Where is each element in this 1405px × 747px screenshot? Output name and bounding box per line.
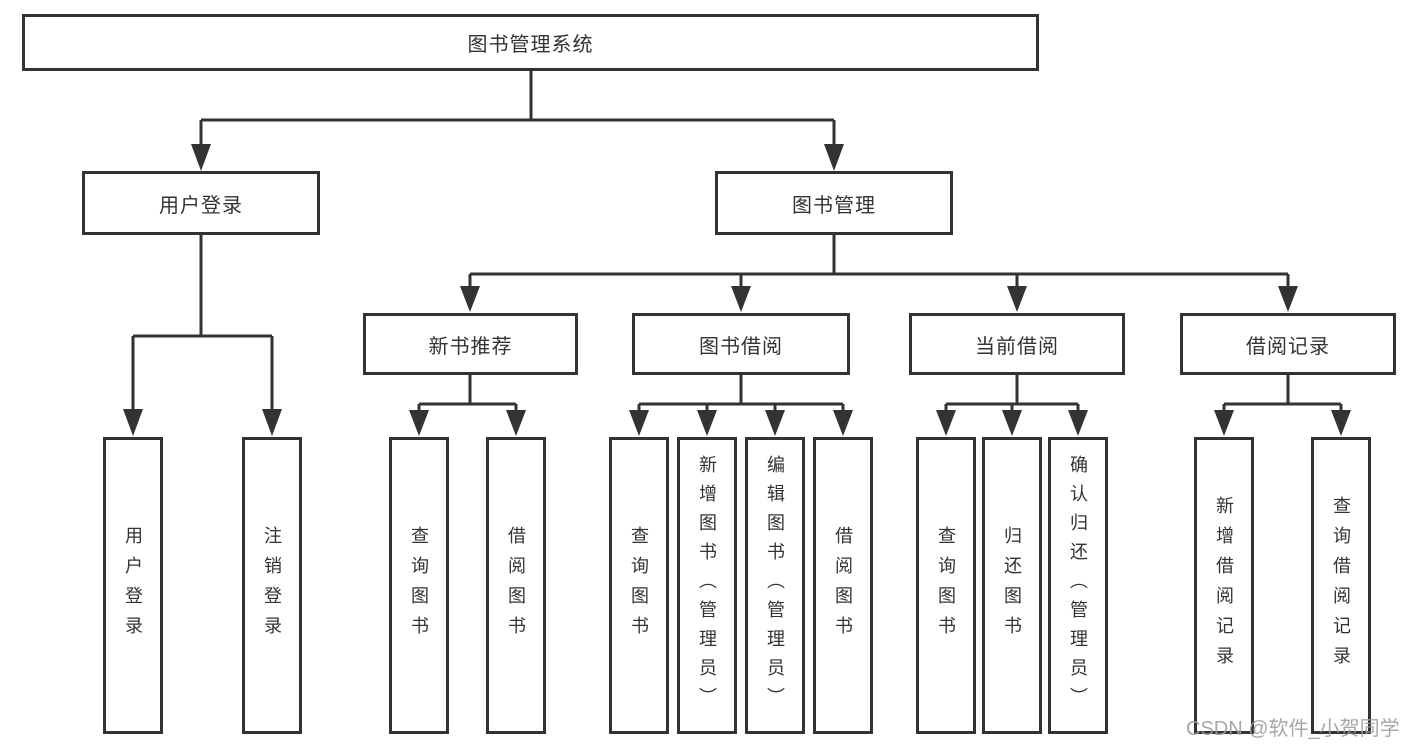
csdn-watermark: CSDN @软件_小贺同学 (1186, 718, 1400, 740)
leaf-query-books-recommend: 查询图书 (389, 437, 449, 734)
leaf-return-books: 归还图书 (982, 437, 1042, 734)
node-new-book-recommend: 新书推荐 (363, 313, 578, 375)
leaf-add-borrow-record: 新增借阅记录 (1194, 437, 1254, 734)
leaf-borrow-books-recommend: 借阅图书 (486, 437, 546, 734)
node-book-management: 图书管理 (715, 171, 953, 235)
leaf-edit-book-admin: 编辑图书（管理员） (745, 437, 805, 734)
leaf-query-borrow-record: 查询借阅记录 (1311, 437, 1371, 734)
node-current-borrow: 当前借阅 (909, 313, 1125, 375)
leaf-borrow-books: 借阅图书 (813, 437, 873, 734)
leaf-logout: 注销登录 (242, 437, 302, 734)
leaf-user-login: 用户登录 (103, 437, 163, 734)
node-root-system: 图书管理系统 (22, 14, 1039, 71)
node-user-login: 用户登录 (82, 171, 320, 235)
node-borrow-records: 借阅记录 (1180, 313, 1396, 375)
leaf-add-book-admin: 新增图书（管理员） (677, 437, 737, 734)
node-book-borrow: 图书借阅 (632, 313, 850, 375)
leaf-query-books-current: 查询图书 (916, 437, 976, 734)
leaf-confirm-return-admin: 确认归还（管理员） (1048, 437, 1108, 734)
leaf-query-books-borrow: 查询图书 (609, 437, 669, 734)
